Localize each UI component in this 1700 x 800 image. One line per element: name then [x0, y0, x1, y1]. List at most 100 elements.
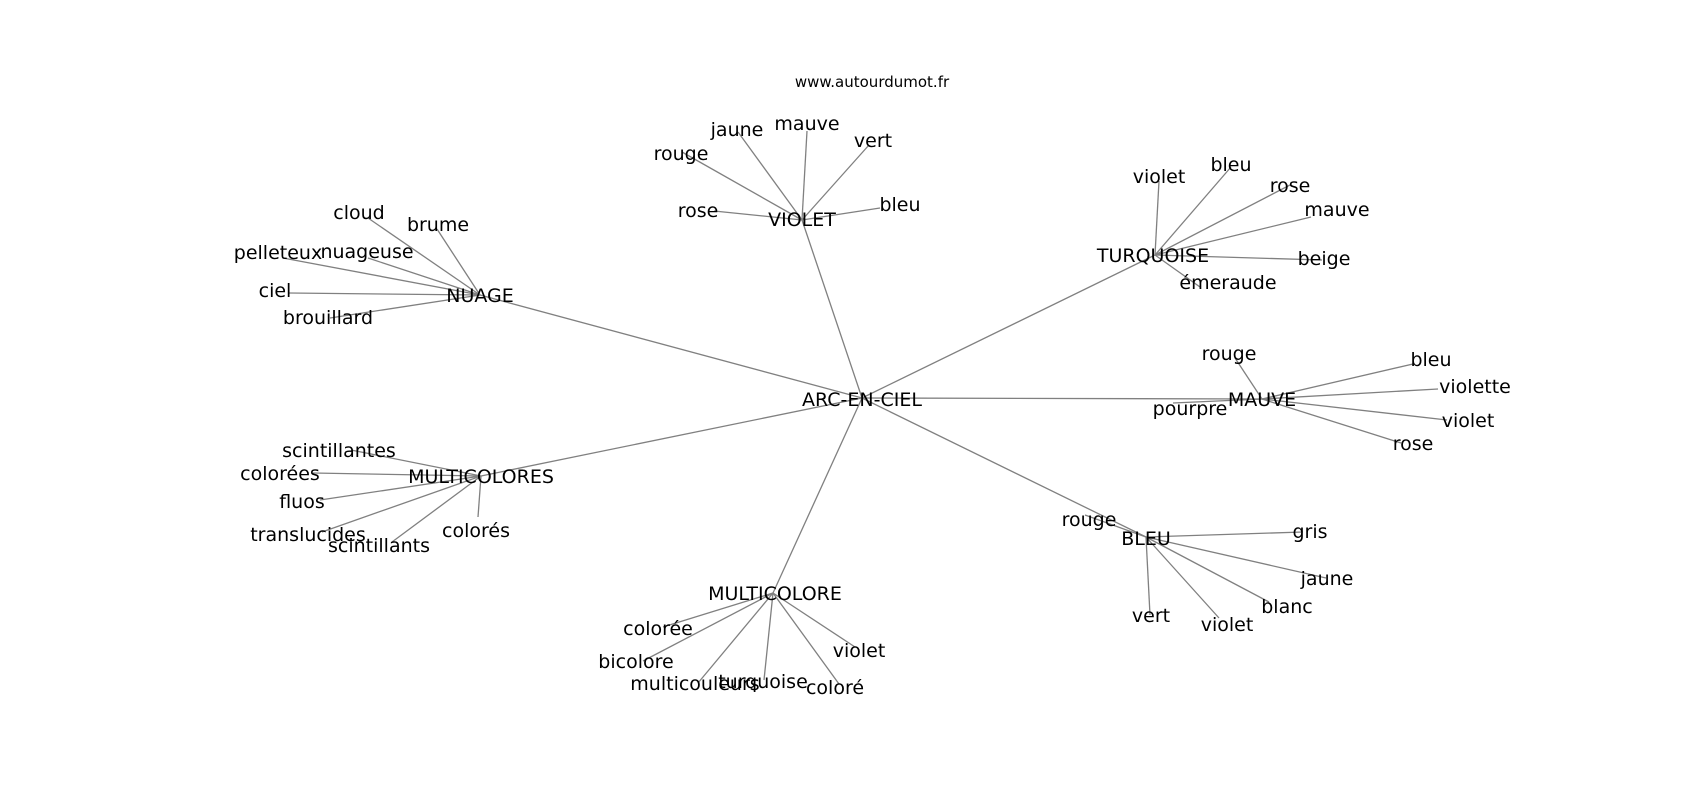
leaf-nuage-word: brume: [407, 214, 469, 236]
leaf-multicolore-word: coloré: [806, 677, 864, 699]
leaf-turquoise-word: mauve: [1304, 199, 1369, 221]
edge-center-bleu: [861, 397, 1147, 538]
node-multicolores: MULTICOLORES: [408, 466, 554, 488]
leaf-bleu-word: vert: [1132, 605, 1170, 627]
edge-turquoise-leaf: [1154, 184, 1291, 256]
leaf-multicolores-word: fluos: [279, 491, 325, 513]
leaf-multicolore-word: colorée: [623, 618, 693, 640]
leaf-bleu-word: gris: [1292, 521, 1327, 543]
edge-bleu-leaf: [1145, 531, 1304, 538]
edge-violet-leaf: [801, 207, 881, 221]
leaf-violet-word: bleu: [879, 194, 920, 216]
edge-violet-leaf: [801, 144, 870, 221]
leaf-mauve-word: bleu: [1410, 349, 1451, 371]
leaf-multicolores-word: scintillants: [328, 535, 430, 557]
leaf-violet-word: jaune: [710, 119, 764, 141]
node-mauve: MAUVE: [1228, 389, 1296, 411]
leaf-nuage-word: cloud: [333, 202, 384, 224]
leaf-nuage-word: pelleteux: [234, 242, 322, 264]
leaf-turquoise-word: beige: [1298, 248, 1351, 270]
edge-center-turquoise: [861, 254, 1156, 399]
edge-bleu-leaf: [1145, 536, 1327, 579]
edge-multicolores-leaf: [321, 475, 482, 533]
edge-nuage-leaf: [282, 257, 481, 296]
leaf-turquoise-word: violet: [1133, 166, 1186, 188]
edge-mauve-leaf: [1172, 398, 1263, 404]
edges-layer: [282, 130, 1448, 685]
edge-mauve-leaf: [1261, 388, 1439, 400]
leaf-violet-word: mauve: [774, 113, 839, 135]
edge-multicolores-leaf: [477, 475, 482, 518]
edge-multicolore-leaf: [662, 592, 774, 628]
leaf-multicolores-word: colorées: [240, 463, 320, 485]
edge-bleu-leaf: [1145, 536, 1151, 616]
leaf-violet-word: rose: [678, 200, 719, 222]
leaf-turquoise-word: bleu: [1210, 154, 1251, 176]
edge-nuage-leaf: [436, 228, 481, 296]
edge-center-nuage: [479, 294, 863, 399]
edge-mauve-leaf: [1261, 398, 1448, 421]
edge-bleu-leaf: [1145, 536, 1270, 603]
node-violet: VIOLET: [768, 209, 836, 231]
edge-bleu-leaf: [1084, 514, 1147, 538]
leaf-mauve-word: rouge: [1202, 343, 1257, 365]
leaf-violet-word: rouge: [654, 143, 709, 165]
leaf-multicolores-word: colorés: [442, 520, 510, 542]
edge-nuage-leaf: [329, 294, 481, 319]
edge-turquoise-leaf: [1154, 216, 1312, 256]
leaf-nuage-word: brouillard: [283, 307, 373, 329]
edge-multicolore-leaf: [772, 592, 840, 685]
edge-multicolore-leaf: [697, 592, 774, 684]
leaf-multicolore-word: turquoise: [718, 671, 808, 693]
edge-center-multicolore: [772, 397, 863, 594]
leaf-mauve-word: violette: [1439, 376, 1511, 398]
edge-multicolores-leaf: [350, 449, 482, 477]
leaf-bleu-word: jaune: [1300, 568, 1354, 590]
edge-nuage-leaf: [288, 292, 481, 296]
leaf-bleu-word: rouge: [1062, 509, 1117, 531]
edge-multicolores-leaf: [312, 472, 482, 477]
edge-nuage-leaf: [367, 257, 481, 296]
edge-mauve-leaf: [1234, 357, 1263, 400]
source-label: www.autourdumot.fr: [795, 73, 950, 91]
edge-center-mauve: [861, 397, 1263, 400]
leaf-nuage-word: nuageuse: [320, 241, 413, 263]
labels-layer: www.autourdumot.fr ARC-EN-CIEL VIOLET rou…: [234, 73, 1511, 699]
leaf-mauve-word: violet: [1442, 410, 1495, 432]
leaf-bleu-word: violet: [1201, 614, 1254, 636]
edge-center-violet: [801, 219, 863, 399]
leaf-multicolore-word: violet: [833, 640, 886, 662]
leaf-multicolores-word: translucides: [250, 524, 366, 546]
leaf-turquoise-word: rose: [1270, 175, 1311, 197]
edge-violet-leaf: [681, 151, 803, 221]
edge-multicolore-leaf: [642, 592, 774, 662]
leaf-bleu-word: blanc: [1261, 596, 1312, 618]
edge-violet-leaf: [737, 131, 803, 221]
leaf-violet-word: vert: [854, 130, 892, 152]
leaf-multicolore-word: bicolore: [598, 651, 673, 673]
leaf-mauve-word: pourpre: [1153, 398, 1228, 420]
edge-center-multicolores: [480, 397, 863, 477]
node-turquoise: TURQUOISE: [1096, 245, 1209, 267]
edge-turquoise-leaf: [1154, 180, 1160, 256]
edge-violet-leaf: [713, 210, 803, 221]
leaf-nuage-word: ciel: [259, 280, 292, 302]
edge-turquoise-leaf: [1154, 254, 1201, 288]
node-multicolore: MULTICOLORE: [708, 583, 842, 605]
edge-violet-leaf: [801, 130, 808, 221]
edge-mauve-leaf: [1261, 398, 1402, 444]
edge-turquoise-leaf: [1154, 254, 1323, 261]
node-bleu: BLEU: [1121, 528, 1171, 550]
edge-multicolores-leaf: [391, 475, 482, 543]
edge-multicolores-leaf: [319, 475, 482, 501]
node-center: ARC-EN-CIEL: [802, 389, 922, 411]
leaf-multicolore-word: multicouleurs: [630, 673, 759, 695]
edge-multicolore-leaf: [772, 592, 856, 648]
edge-multicolore-leaf: [763, 592, 774, 681]
edge-bleu-leaf: [1145, 536, 1220, 619]
leaf-turquoise-word: émeraude: [1179, 272, 1276, 294]
edge-nuage-leaf: [367, 217, 481, 296]
edge-turquoise-leaf: [1154, 166, 1232, 256]
leaf-multicolores-word: scintillantes: [282, 440, 396, 462]
